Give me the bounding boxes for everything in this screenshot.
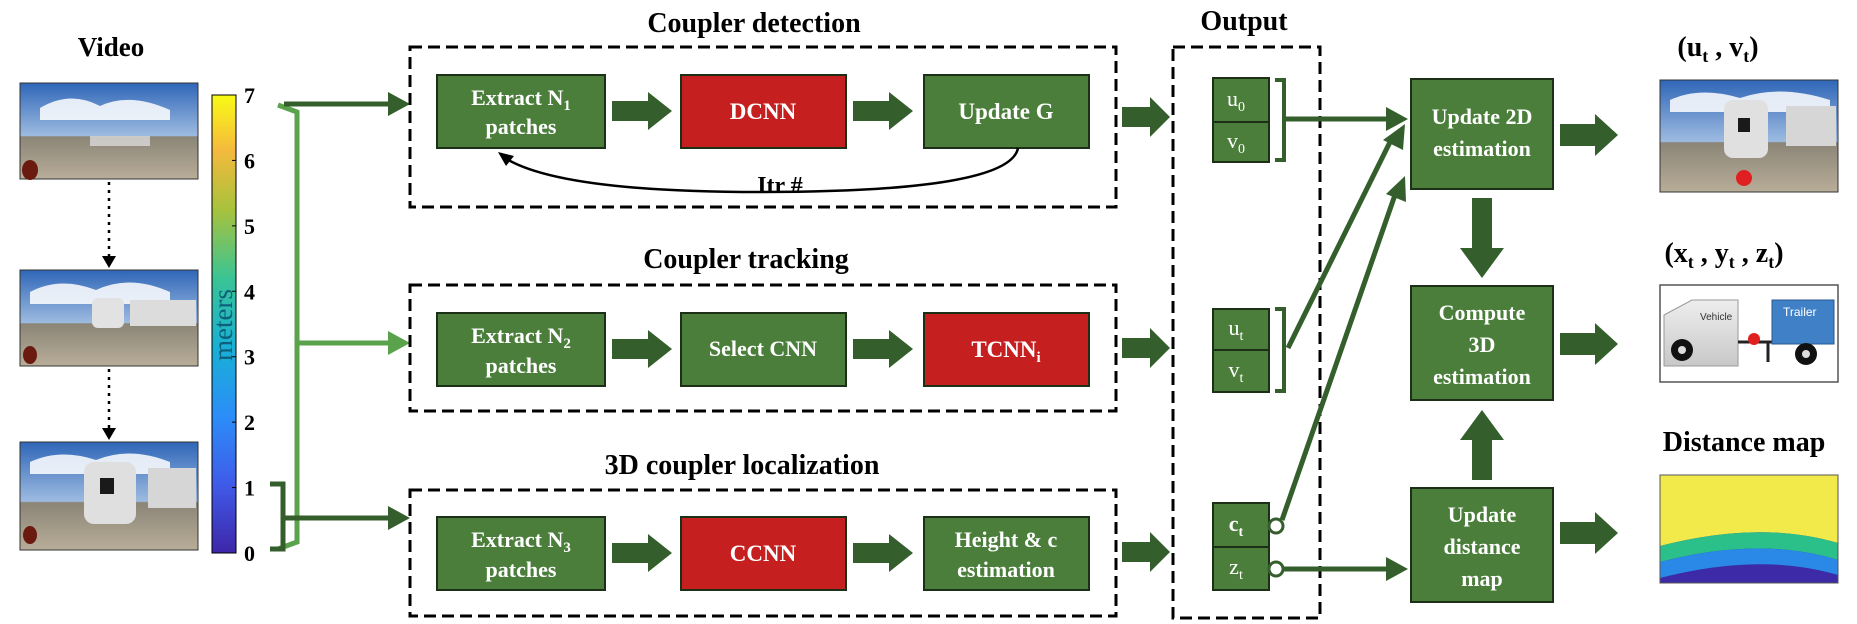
output-ct: ct xyxy=(1212,502,1270,548)
svg-text:DCNN: DCNN xyxy=(730,99,797,124)
svg-text:Select CNN: Select CNN xyxy=(709,336,817,361)
tracking-extract-block: Extract N2 patches xyxy=(436,312,606,387)
output-u0: u0 xyxy=(1212,77,1270,123)
select-cnn-block: Select CNN xyxy=(680,312,847,387)
colorbar-tick-label: 6 xyxy=(244,148,255,173)
output-ut: ut xyxy=(1212,308,1270,351)
svg-text:distance: distance xyxy=(1444,534,1521,559)
update-distance-map-block: Update distance map xyxy=(1410,487,1554,603)
svg-text:Extract N2: Extract N2 xyxy=(471,323,571,352)
svg-text:Update 2D: Update 2D xyxy=(1432,104,1533,129)
detection-extract-block: Extract N1 patches xyxy=(436,74,606,149)
svg-text:ut: ut xyxy=(1229,315,1244,344)
group-output-arrows xyxy=(1122,97,1170,572)
update-2d-block: Update 2D estimation xyxy=(1410,78,1554,190)
tcnn-block: TCNNi xyxy=(923,312,1090,387)
height-estimation-block: Height & c estimation xyxy=(923,516,1090,591)
video-frame-3 xyxy=(19,441,199,551)
tracking-title: Coupler tracking xyxy=(643,244,849,275)
vehicle-trailer-scene: Vehicle Trailer xyxy=(1659,284,1839,383)
range-bracket-7 xyxy=(277,102,410,552)
detection-title: Coupler detection xyxy=(647,8,861,39)
right-output-arrows xyxy=(1560,114,1618,554)
svg-text:map: map xyxy=(1461,566,1503,591)
output-zt: zt xyxy=(1212,546,1270,591)
update-g-block: Update G xyxy=(923,74,1090,149)
output-connectors xyxy=(1267,107,1408,581)
svg-text:TCNNi: TCNNi xyxy=(971,337,1040,366)
svg-text:patches: patches xyxy=(486,114,557,139)
trailer-label: Trailer xyxy=(1783,305,1817,319)
svg-text:Update G: Update G xyxy=(958,99,1053,124)
video-frame-2 xyxy=(19,269,199,367)
colorbar-tick-label: 7 xyxy=(244,83,255,108)
coupler-marker xyxy=(1736,170,1752,186)
tracked-frame-image xyxy=(1659,79,1839,193)
frame-sequence-arrows xyxy=(102,182,116,440)
svg-text:Extract N1: Extract N1 xyxy=(471,85,571,114)
detection-block-arrows xyxy=(612,92,913,130)
colorbar xyxy=(211,94,237,554)
svg-text:patches: patches xyxy=(486,557,557,582)
vehicle-label: Vehicle xyxy=(1700,312,1733,323)
colorbar-tick-label: 2 xyxy=(244,410,255,435)
coord-2d-label: (ut , vt) xyxy=(1677,32,1758,66)
colorbar-tick-label: 5 xyxy=(244,214,255,239)
svg-text:zt: zt xyxy=(1229,554,1243,583)
svg-text:Extract N3: Extract N3 xyxy=(471,527,571,556)
video-title: Video xyxy=(78,32,145,62)
distance-map-image xyxy=(1659,474,1839,584)
localization-group xyxy=(408,488,1118,618)
colorbar-tick-label: 0 xyxy=(244,541,255,566)
iteration-label: Itr # xyxy=(757,173,803,199)
tracking-block-arrows xyxy=(612,330,913,368)
svg-text:Height & c: Height & c xyxy=(955,527,1058,552)
dcnn-block: DCNN xyxy=(680,74,847,149)
output-v0: v0 xyxy=(1212,121,1270,163)
colorbar-label: meters xyxy=(208,289,238,361)
iteration-loop-arrow xyxy=(498,147,1020,194)
output-group xyxy=(1171,45,1322,620)
coord-3d-label: (xt , yt , zt) xyxy=(1664,238,1783,272)
svg-text:ct: ct xyxy=(1229,511,1244,540)
svg-text:u0: u0 xyxy=(1227,86,1245,115)
svg-text:patches: patches xyxy=(486,353,557,378)
ccnn-block: CCNN xyxy=(680,516,847,591)
svg-text:vt: vt xyxy=(1229,357,1244,386)
distance-map-title: Distance map xyxy=(1663,427,1826,458)
svg-text:estimation: estimation xyxy=(957,557,1055,582)
colorbar-tick-label: 3 xyxy=(244,345,255,370)
svg-text:Compute: Compute xyxy=(1439,300,1526,325)
vertical-block-arrows xyxy=(1460,198,1504,480)
svg-text:estimation: estimation xyxy=(1433,136,1531,161)
colorbar-ticks: 0 1 2 3 4 5 6 7 xyxy=(232,83,255,566)
colorbar-tick-label: 1 xyxy=(244,476,255,501)
localization-extract-block: Extract N3 patches xyxy=(436,516,606,591)
output-vt: vt xyxy=(1212,349,1270,393)
svg-text:CCNN: CCNN xyxy=(730,541,797,566)
compute-3d-block: Compute 3D estimation xyxy=(1410,285,1554,401)
video-frame-1 xyxy=(19,82,199,180)
svg-text:v0: v0 xyxy=(1227,128,1245,157)
localization-block-arrows xyxy=(612,534,913,572)
detection-group xyxy=(408,45,1118,209)
output-title: Output xyxy=(1200,6,1288,37)
svg-text:estimation: estimation xyxy=(1433,364,1531,389)
range-bracket-0-1 xyxy=(270,481,410,552)
svg-text:3D: 3D xyxy=(1469,332,1496,357)
tracking-group xyxy=(408,283,1118,413)
colorbar-tick-label: 4 xyxy=(244,279,255,304)
output-bracket-t xyxy=(1275,307,1286,393)
output-bracket-0 xyxy=(1275,78,1286,162)
localization-title: 3D coupler localization xyxy=(605,450,880,481)
top-input-arrow xyxy=(284,92,410,116)
svg-text:Update: Update xyxy=(1448,502,1517,527)
